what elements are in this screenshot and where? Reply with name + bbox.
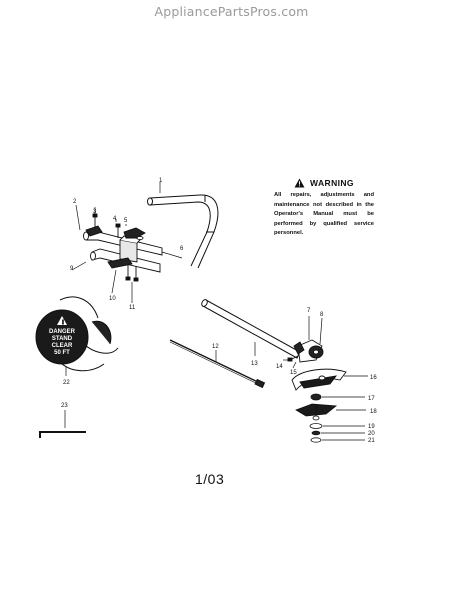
callout-13: 13 (251, 361, 258, 367)
callout-11: 11 (129, 305, 136, 311)
handle-bar (147, 194, 219, 269)
watermark: AppliancePartsPros.com (154, 4, 309, 19)
cutting-blade-18 (295, 403, 338, 421)
warning-text: All repairs, adjustments and maintenance… (274, 192, 374, 237)
callout-21: 21 (368, 438, 375, 444)
gear-head (287, 339, 324, 363)
callout-8: 8 (320, 312, 324, 318)
handle-bracket (83, 213, 163, 282)
decal-line-2: STAND (52, 336, 73, 342)
callout-15: 15 (290, 370, 297, 376)
svg-text:!: ! (62, 320, 64, 326)
warning-triangle-icon (294, 178, 305, 188)
callout-7: 7 (307, 308, 311, 314)
callout-3: 3 (93, 209, 97, 215)
callout-6: 6 (180, 246, 184, 252)
callout-18: 18 (370, 409, 377, 415)
callout-20: 20 (368, 431, 375, 437)
decal-line-4: 50 FT (54, 350, 70, 356)
callout-10: 10 (109, 296, 116, 302)
callout-5: 5 (124, 218, 128, 224)
callout-9: 9 (70, 266, 74, 272)
leader-lines-handle (71, 182, 183, 303)
guard-shield (291, 368, 347, 391)
decal-line-3: CLEAR (52, 343, 73, 349)
washers-19-21 (309, 423, 323, 443)
callout-1: 1 (159, 178, 163, 184)
danger-decal: ! (35, 296, 119, 372)
shaft-tube (201, 299, 301, 359)
callout-16: 16 (370, 375, 377, 381)
hex-wrench-23 (39, 431, 86, 438)
callout-22: 22 (63, 380, 70, 386)
warning-title: WARNING (310, 178, 354, 188)
callout-4: 4 (113, 216, 117, 222)
callout-17: 17 (368, 396, 375, 402)
decal-line-1: DANGER (49, 329, 76, 335)
page-number: 1/03 (195, 471, 225, 487)
callout-23: 23 (61, 403, 68, 409)
callout-19: 19 (368, 424, 375, 430)
warning-box: WARNING All repairs, adjustments and mai… (274, 178, 374, 239)
callout-12: 12 (212, 344, 219, 350)
callout-14: 14 (276, 364, 283, 370)
callout-2: 2 (73, 199, 77, 205)
bolt-washer-17 (310, 393, 322, 401)
warning-header: WARNING (274, 178, 374, 188)
leader-lines-head (283, 316, 323, 369)
